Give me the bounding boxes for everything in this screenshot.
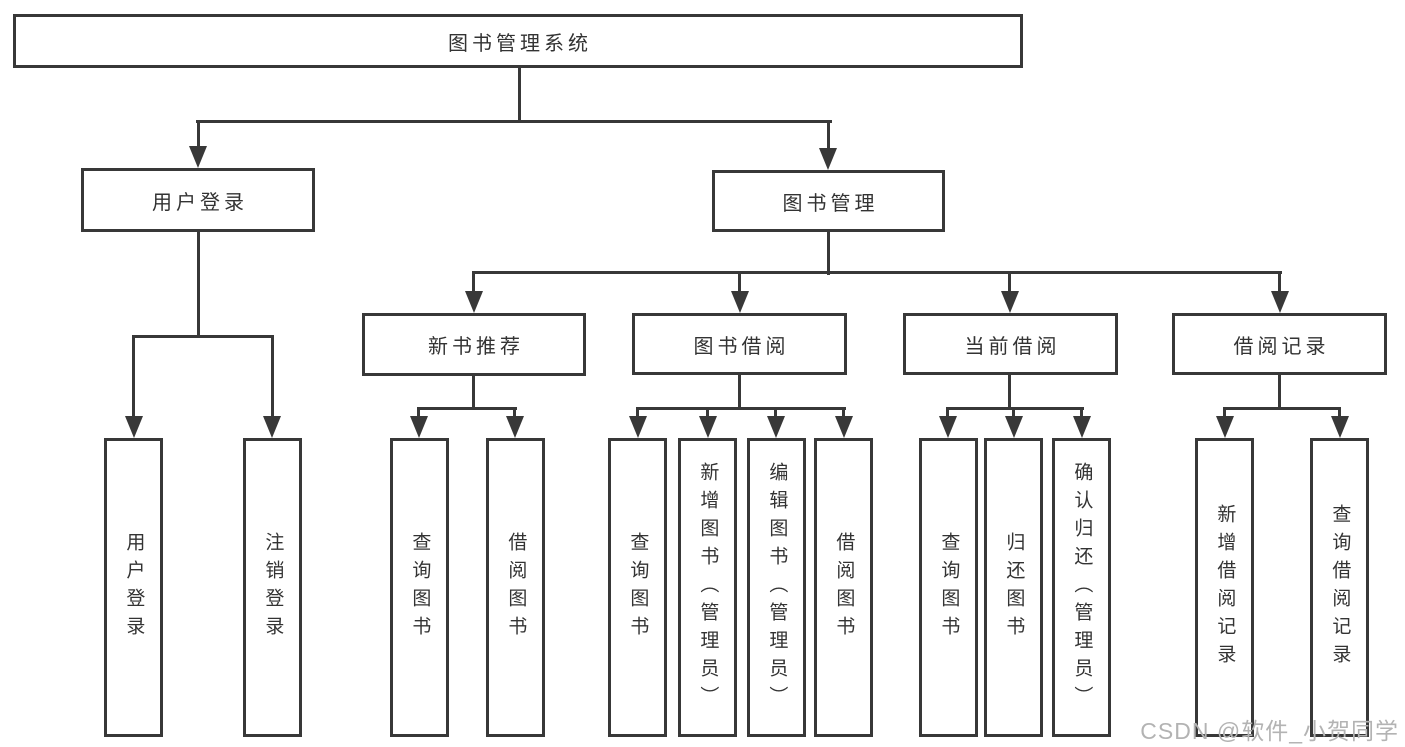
- connector-line: [1080, 407, 1083, 420]
- connector-line: [774, 407, 777, 420]
- connector-line: [197, 120, 200, 150]
- node-new-book-recommendation: 新书推荐: [362, 313, 586, 376]
- leaf-return-books: 归还图书: [984, 438, 1043, 737]
- leaf-label: 查询图书: [409, 531, 431, 644]
- connector-line: [827, 229, 830, 275]
- connector-line: [738, 271, 741, 295]
- watermark: CSDN @软件_小贺同学: [1140, 718, 1399, 744]
- connector-line: [132, 335, 135, 420]
- node-library-management-system: 图书管理系统: [13, 14, 1023, 68]
- leaf-label: 编辑图书（管理员）: [766, 461, 788, 714]
- node-label: 当前借阅: [964, 335, 1061, 358]
- connector-line: [472, 271, 1282, 274]
- leaf-edit-books-admin: 编辑图书（管理员）: [747, 438, 806, 737]
- leaf-borrow-books: 借阅图书: [814, 438, 873, 737]
- arrow-down-icon: [1216, 416, 1234, 438]
- arrow-down-icon: [1005, 416, 1023, 438]
- arrow-down-icon: [835, 416, 853, 438]
- node-label: 借阅记录: [1233, 335, 1330, 358]
- node-label: 新书推荐: [428, 336, 524, 358]
- connector-line: [1008, 271, 1011, 295]
- arrow-down-icon: [819, 148, 837, 170]
- leaf-query-borrow-record: 查询借阅记录: [1310, 438, 1369, 737]
- connector-line: [706, 407, 709, 420]
- arrow-down-icon: [939, 416, 957, 438]
- leaf-logout: 注销登录: [243, 438, 302, 737]
- node-current-borrowing: 当前借阅: [903, 313, 1118, 375]
- arrow-down-icon: [1001, 291, 1019, 313]
- leaf-label: 借阅图书: [833, 531, 855, 644]
- node-label: 用户登录: [152, 191, 248, 214]
- connector-line: [842, 407, 845, 420]
- leaf-label: 借阅图书: [505, 531, 527, 644]
- connector-line: [946, 407, 1084, 410]
- node-borrowing-records: 借阅记录: [1172, 313, 1387, 375]
- connector-line: [132, 335, 274, 338]
- leaf-label: 确认归还（管理员）: [1071, 461, 1093, 714]
- arrow-down-icon: [125, 416, 143, 438]
- leaf-label: 查询借阅记录: [1329, 503, 1351, 672]
- leaf-label: 用户登录: [123, 531, 145, 644]
- connector-line: [1223, 407, 1226, 420]
- connector-line: [197, 230, 200, 338]
- arrow-down-icon: [506, 416, 524, 438]
- leaf-add-books-admin: 新增图书（管理员）: [678, 438, 737, 737]
- connector-line: [1008, 373, 1011, 410]
- connector-line: [472, 271, 475, 295]
- connector-line: [196, 120, 832, 123]
- connector-line: [472, 373, 475, 410]
- connector-line: [1223, 407, 1341, 410]
- node-book-borrowing: 图书借阅: [632, 313, 847, 375]
- connector-line: [1012, 407, 1015, 420]
- connector-line: [1338, 407, 1341, 420]
- leaf-confirm-return-admin: 确认归还（管理员）: [1052, 438, 1111, 737]
- arrow-down-icon: [1331, 416, 1349, 438]
- node-user-login: 用户登录: [81, 168, 315, 232]
- leaf-query-books: 查询图书: [608, 438, 667, 737]
- arrow-down-icon: [731, 291, 749, 313]
- connector-line: [738, 373, 741, 410]
- connector-line: [417, 407, 517, 410]
- connector-line: [1278, 373, 1281, 410]
- leaf-borrow-books: 借阅图书: [486, 438, 545, 737]
- arrow-down-icon: [699, 416, 717, 438]
- arrow-down-icon: [767, 416, 785, 438]
- leaf-label: 新增图书（管理员）: [697, 461, 719, 714]
- node-label: 图书借阅: [693, 335, 790, 358]
- connector-line: [513, 407, 516, 420]
- arrow-down-icon: [1073, 416, 1091, 438]
- arrow-down-icon: [410, 416, 428, 438]
- connector-line: [1278, 271, 1281, 295]
- connector-line: [417, 407, 420, 420]
- arrow-down-icon: [263, 416, 281, 438]
- node-label: 图书管理: [782, 192, 879, 215]
- leaf-label: 查询图书: [938, 531, 960, 644]
- leaf-label: 归还图书: [1003, 531, 1025, 644]
- connector-line: [827, 120, 830, 152]
- arrow-down-icon: [189, 146, 207, 168]
- connector-line: [636, 407, 639, 420]
- arrow-down-icon: [629, 416, 647, 438]
- leaf-label: 新增借阅记录: [1214, 503, 1236, 672]
- leaf-query-books: 查询图书: [919, 438, 978, 737]
- connector-line: [636, 407, 846, 410]
- leaf-add-borrow-record: 新增借阅记录: [1195, 438, 1254, 737]
- arrow-down-icon: [465, 291, 483, 313]
- leaf-label: 查询图书: [627, 531, 649, 644]
- leaf-label: 注销登录: [262, 531, 284, 644]
- node-label: 图书管理系统: [448, 32, 592, 55]
- leaf-user-login: 用户登录: [104, 438, 163, 737]
- connector-line: [271, 335, 274, 420]
- node-book-management: 图书管理: [712, 170, 945, 232]
- arrow-down-icon: [1271, 291, 1289, 313]
- connector-line: [946, 407, 949, 420]
- connector-line: [518, 66, 521, 123]
- leaf-query-books: 查询图书: [390, 438, 449, 737]
